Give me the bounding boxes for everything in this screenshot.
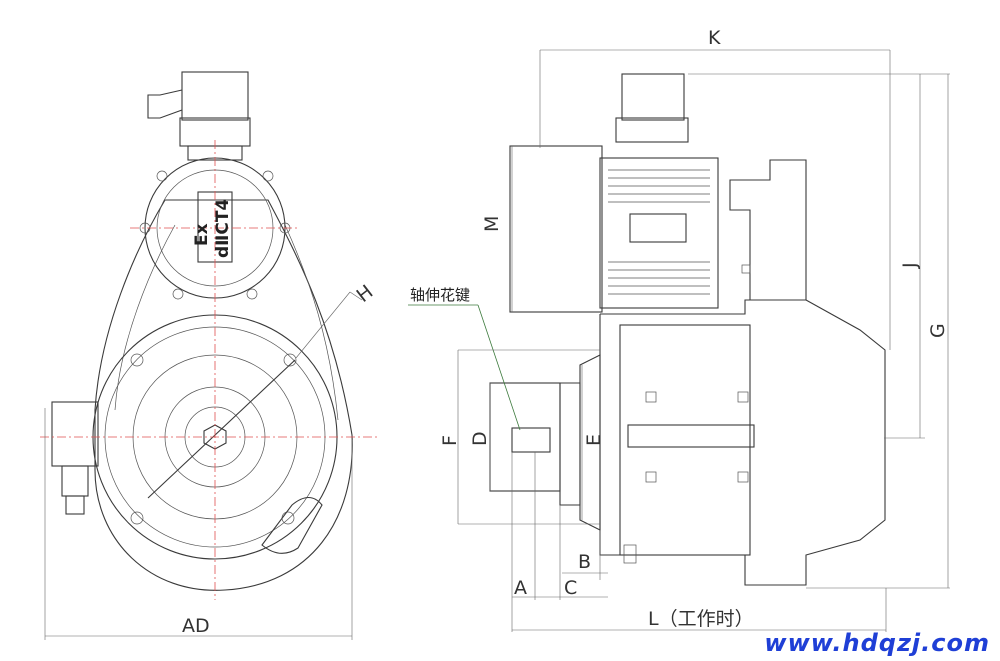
- bolt: [262, 170, 274, 182]
- dim-line-h-end: [349, 291, 363, 301]
- bolt: [156, 170, 168, 182]
- junction-base-side: [615, 117, 689, 143]
- label-c: C: [564, 577, 577, 599]
- label-a: A: [514, 577, 527, 599]
- gearbox-top: [600, 159, 807, 315]
- bolt: [737, 391, 749, 403]
- watermark: www.hdqzj.com: [764, 629, 990, 657]
- bolt: [130, 353, 144, 367]
- side-gland: [61, 465, 89, 497]
- bolt: [645, 471, 657, 483]
- vent-plug: [741, 264, 751, 274]
- label-m: M: [481, 216, 503, 232]
- side-gland-end: [65, 495, 85, 515]
- label-j: J: [899, 262, 921, 269]
- label-d: D: [469, 431, 491, 446]
- motor-terminal: [629, 213, 687, 243]
- housing-inner-lines: [114, 224, 339, 421]
- nameplate-code: dⅡCT4: [213, 199, 233, 258]
- junction-box: [181, 71, 249, 121]
- inspection-window: [261, 496, 323, 554]
- label-g: G: [927, 323, 949, 338]
- bolt: [130, 511, 144, 525]
- bolt: [645, 391, 657, 403]
- callout-leader-diag: [477, 304, 521, 431]
- label-e: E: [583, 434, 605, 446]
- label-h: H: [353, 281, 378, 307]
- side-view: [408, 49, 950, 632]
- junction-box-side: [621, 73, 685, 121]
- gearbox-body: [599, 299, 886, 586]
- drain-plug: [623, 544, 637, 564]
- cable-gland: [147, 89, 183, 119]
- bolt: [737, 471, 749, 483]
- gear-housing: [619, 324, 751, 556]
- label-b: B: [578, 551, 591, 573]
- housing-outline: [94, 199, 353, 591]
- label-l: L（工作时）: [648, 608, 754, 630]
- label-ad: AD: [182, 615, 210, 637]
- motor-flange-box: [509, 145, 603, 313]
- dim-line-h: [295, 291, 351, 359]
- nameplate-ex: Ex: [192, 223, 212, 246]
- bolt: [283, 353, 297, 367]
- label-f: F: [439, 435, 461, 446]
- bolt: [281, 511, 295, 525]
- diagonal-shaft: [147, 359, 296, 499]
- bolt: [246, 288, 258, 300]
- side-box: [51, 401, 99, 467]
- motor-body-side: [599, 157, 719, 309]
- end-view: [40, 71, 380, 640]
- drum-flange: [559, 382, 581, 506]
- output-shaft: [627, 424, 755, 448]
- cooling-fins: [608, 169, 710, 295]
- callout-spline-shaft: 轴伸花键: [410, 286, 470, 304]
- spline-shaft: [511, 427, 551, 453]
- bolt: [172, 288, 184, 300]
- label-k: K: [708, 27, 721, 49]
